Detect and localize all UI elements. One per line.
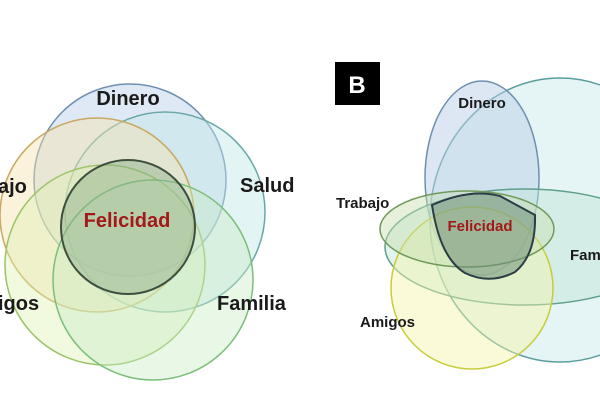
label-dinero: Dinero [458, 95, 506, 112]
amigos-circle [4, 164, 206, 366]
felicidad-circle [60, 159, 196, 295]
panel-a: Dinero ajo Salud igos Familia Felicidad [0, 83, 294, 381]
label-trabajo: Trabajo [336, 195, 389, 212]
panel-b: B Dinero Trabajo Felicidad Fam Amigos [335, 62, 600, 370]
label-dinero: Dinero [96, 88, 159, 110]
label-felicidad: Felicidad [84, 210, 171, 232]
label-familia: Fam [570, 247, 600, 264]
label-felicidad: Felicidad [447, 218, 512, 235]
dinero-circle [33, 83, 227, 277]
felicidad-region [430, 192, 537, 280]
label-familia: Familia [217, 293, 287, 315]
familia-circle [52, 179, 254, 381]
label-amigos: Amigos [360, 314, 415, 331]
label-amigos: igos [0, 293, 39, 315]
label-salud: Salud [240, 175, 294, 197]
label-trabajo: ajo [0, 176, 27, 198]
panel-b-badge-text: B [348, 72, 365, 99]
panel-b-badge [335, 62, 380, 105]
